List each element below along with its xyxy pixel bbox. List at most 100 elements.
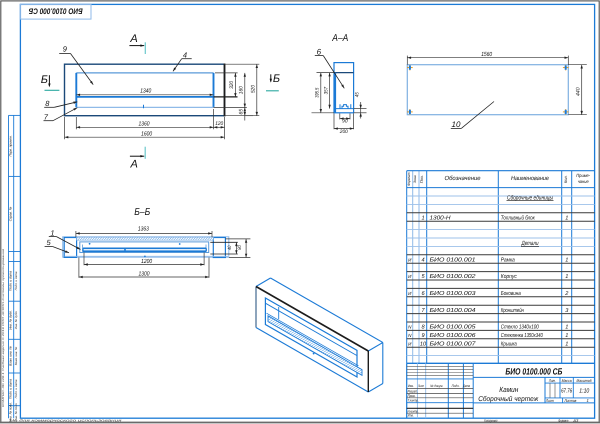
svg-text:10: 10 [452, 120, 461, 129]
svg-text:7: 7 [44, 113, 49, 122]
svg-text:А–А: А–А [331, 33, 348, 44]
svg-text:№ докум.: № докум. [430, 384, 443, 388]
svg-text:1340: 1340 [140, 88, 152, 95]
svg-text:1: 1 [565, 325, 568, 331]
svg-text:Масштаб: Масштаб [577, 378, 593, 383]
svg-text:3: 3 [565, 308, 569, 314]
svg-text:1: 1 [565, 341, 568, 347]
svg-text:1360: 1360 [139, 121, 151, 128]
svg-text:1200: 1200 [141, 258, 153, 265]
svg-text:Подп. и дата: Подп. и дата [14, 379, 18, 398]
svg-text:БИО 0100.000 СБ: БИО 0100.000 СБ [28, 6, 82, 15]
svg-text:10: 10 [420, 341, 427, 347]
svg-text:БИО 0100.003: БИО 0100.003 [430, 290, 477, 297]
svg-text:БИО 0100.001: БИО 0100.001 [430, 256, 476, 263]
svg-text:Инв. № подл.: Инв. № подл. [14, 403, 18, 422]
svg-text:160: 160 [239, 86, 245, 94]
svg-text:Подп.: Подп. [452, 384, 460, 388]
svg-text:1363: 1363 [138, 225, 150, 232]
svg-text:9: 9 [63, 44, 68, 53]
svg-text:Б: Б [273, 73, 280, 85]
svg-text:Сборочный чертеж: Сборочный чертеж [478, 395, 539, 403]
svg-text:Кронштейн: Кронштейн [501, 307, 525, 314]
svg-text:Взам. инв. №: Взам. инв. № [8, 346, 12, 366]
svg-text:1600: 1600 [141, 131, 153, 138]
svg-text:1: 1 [50, 228, 54, 237]
svg-text:Т.контр.: Т.контр. [408, 399, 419, 403]
svg-text:А3: А3 [572, 418, 579, 423]
svg-text:4: 4 [183, 51, 187, 60]
svg-text:1300-Н: 1300-Н [430, 214, 452, 221]
svg-text:1300: 1300 [139, 271, 151, 278]
svg-text:КОМПАС-3D v18.1 Учебная версия: КОМПАС-3D v18.1 Учебная версия © 2019 ОО… [1, 248, 5, 407]
svg-text:Инв. № подл.: Инв. № подл. [8, 402, 12, 422]
svg-text:БИО 0100.000 СБ: БИО 0100.000 СБ [505, 367, 562, 377]
svg-text:7: 7 [421, 308, 425, 314]
svg-text:Копировал: Копировал [484, 418, 497, 423]
svg-text:Подп. и дата: Подп. и дата [14, 271, 18, 290]
svg-text:Сборочные единицы: Сборочные единицы [507, 194, 553, 201]
svg-text:Перв. примен.: Перв. примен. [8, 135, 12, 156]
svg-text:200: 200 [339, 129, 348, 135]
svg-text:И: И [408, 341, 412, 346]
svg-text:И: И [408, 257, 412, 262]
svg-text:520: 520 [251, 85, 257, 93]
svg-text:Листов: Листов [564, 398, 577, 403]
svg-text:Корпус: Корпус [501, 274, 517, 280]
svg-text:Б: Б [41, 74, 48, 86]
svg-text:БИО 0100.004: БИО 0100.004 [430, 307, 476, 314]
svg-text:Стекло 1340х100: Стекло 1340х100 [501, 324, 540, 331]
svg-text:357: 357 [323, 87, 329, 95]
svg-text:чание: чание [578, 179, 589, 184]
svg-text:БИО 0100.006: БИО 0100.006 [430, 332, 477, 339]
svg-text:5: 5 [421, 274, 425, 280]
svg-text:Справ. №: Справ. № [8, 206, 12, 221]
svg-text:Лист: Лист [417, 384, 424, 388]
svg-text:6: 6 [421, 291, 425, 297]
svg-text:440: 440 [575, 87, 581, 96]
svg-text:Инв. № дубл.: Инв. № дубл. [14, 311, 18, 330]
svg-text:5: 5 [47, 238, 52, 247]
svg-text:Кол.: Кол. [563, 175, 568, 183]
svg-text:N: N [408, 325, 412, 330]
svg-text:1:10: 1:10 [579, 387, 590, 394]
svg-text:Инв. № дубл.: Инв. № дубл. [8, 310, 12, 330]
svg-text:Топливный блок: Топливный блок [501, 214, 535, 221]
svg-text:Н.контр.: Н.контр. [408, 409, 419, 413]
svg-text:Поз.: Поз. [419, 175, 424, 183]
svg-text:Разраб.: Разраб. [408, 390, 418, 394]
svg-text:Рамка: Рамка [501, 257, 516, 263]
svg-text:Камин: Камин [499, 385, 518, 394]
svg-text:Подп. и дата: Подп. и дата [8, 271, 12, 291]
svg-text:Зона: Зона [413, 175, 417, 183]
svg-text:Не для коммерческого использов: Не для коммерческого использования [10, 419, 122, 423]
svg-text:БИО 0100.002: БИО 0100.002 [430, 273, 477, 280]
svg-text:120: 120 [215, 121, 223, 127]
svg-text:Наименование: Наименование [511, 175, 550, 182]
svg-text:БИО 0100.005: БИО 0100.005 [430, 324, 477, 331]
svg-text:N: N [408, 333, 412, 338]
svg-text:45: 45 [355, 92, 361, 97]
svg-text:Масса: Масса [562, 378, 573, 383]
svg-text:И: И [408, 291, 412, 296]
svg-text:А: А [129, 33, 137, 45]
svg-text:320: 320 [229, 81, 235, 89]
svg-text:1: 1 [421, 215, 424, 221]
svg-text:9: 9 [421, 333, 424, 339]
svg-text:Утв.: Утв. [408, 414, 414, 418]
svg-text:Лит.: Лит. [548, 378, 556, 383]
svg-text:Детали: Детали [521, 240, 539, 247]
svg-text:1: 1 [565, 257, 568, 263]
svg-text:БИО 0100.007: БИО 0100.007 [430, 340, 477, 347]
svg-text:Формат: Формат [558, 418, 568, 423]
svg-text:И: И [408, 274, 412, 279]
svg-text:Пров.: Пров. [408, 394, 416, 398]
svg-text:8: 8 [45, 99, 50, 108]
svg-text:Стеклянка 1350х340: Стеклянка 1350х340 [501, 332, 544, 339]
svg-text:1: 1 [565, 215, 568, 221]
svg-text:Крышка: Крышка [501, 341, 518, 347]
svg-text:1: 1 [565, 333, 568, 339]
svg-text:Подп. и дата: Подп. и дата [8, 379, 12, 399]
svg-text:Взам. инв. №: Взам. инв. № [14, 346, 18, 365]
svg-text:Приме-: Приме- [576, 173, 590, 178]
